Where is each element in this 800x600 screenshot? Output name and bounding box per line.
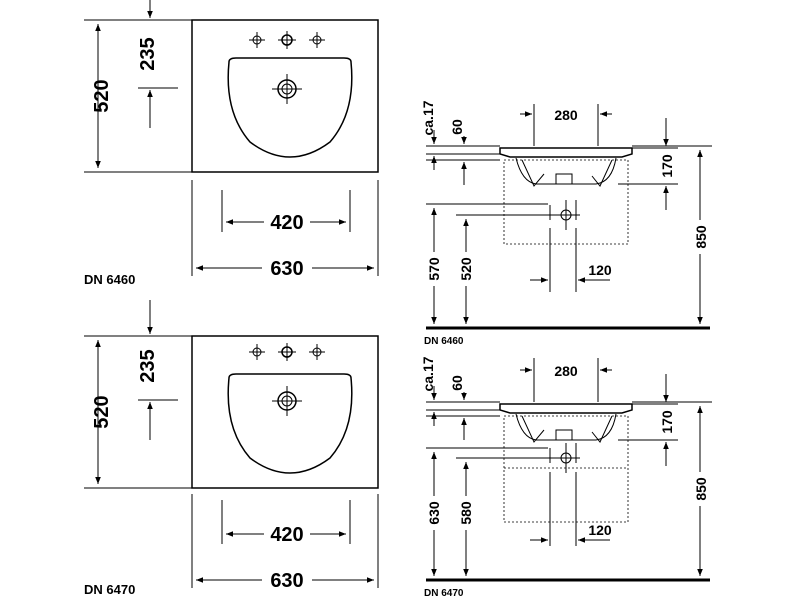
top-view-dn6460: 520 235 420 630 DN 6460: [84, 0, 379, 287]
rim-thickness-dimension: ca.17: [420, 356, 436, 391]
depth-dimension: 520: [91, 79, 113, 112]
model-label: DN 6460: [84, 272, 135, 287]
drain-icon: [272, 74, 302, 104]
drain-icon: [549, 443, 580, 473]
tap-hole-icon: [309, 32, 325, 48]
tap-offset-dimension: 235: [137, 349, 159, 382]
height-total-dimension: 850: [693, 225, 709, 249]
top-view-dn6470: 520 235 420 630 DN 6470: [84, 300, 379, 597]
tap-hole-icon: [278, 343, 296, 361]
bowl-width-dimension: 420: [270, 524, 303, 546]
model-label: DN 6470: [424, 588, 464, 599]
drain-height-dimension: 520: [458, 257, 474, 281]
bowl-width-dimension: 420: [270, 212, 303, 234]
cabinet-height-dimension: 630: [426, 501, 442, 525]
overall-width-dimension: 630: [270, 258, 303, 280]
rim-thickness-dimension: ca.17: [420, 100, 436, 135]
tap-offset-dimension: 235: [137, 37, 159, 70]
tap-hole-icon: [249, 32, 265, 48]
overall-width-dimension: 630: [270, 570, 303, 592]
cabinet-outline: [503, 159, 629, 245]
drain-height-dimension: 580: [458, 501, 474, 525]
basin-rim: [499, 403, 633, 414]
model-label: DN 6470: [84, 582, 135, 597]
rim-dimension: 60: [449, 375, 465, 391]
basin-rim: [499, 147, 633, 158]
rim-dimension: 60: [449, 119, 465, 135]
drain-offset-dimension: 120: [588, 522, 612, 538]
drain-icon: [549, 200, 580, 230]
tap-hole-icon: [249, 344, 265, 360]
tap-hole-icon: [309, 344, 325, 360]
bowl-outline: [227, 57, 353, 158]
basin-outline: [191, 19, 379, 173]
height-total-dimension: 850: [693, 477, 709, 501]
basin-outline: [191, 335, 379, 489]
tap-span-dimension: 280: [554, 363, 578, 379]
tap-span-dimension: 280: [554, 107, 578, 123]
bowl-height-dimension: 170: [659, 154, 675, 178]
side-view-dn6470: 280 ca.17 60 170 850 630 580 120 DN 6470: [420, 356, 712, 599]
cabinet-height-dimension: 570: [426, 257, 442, 281]
tap-hole-icon: [278, 31, 296, 49]
cabinet-outline: [503, 415, 629, 523]
model-label: DN 6460: [424, 336, 464, 347]
bowl-outline: [227, 373, 353, 474]
side-view-dn6460: 280 ca.17 60 170 850 570 520: [420, 100, 712, 347]
bowl-height-dimension: 170: [659, 410, 675, 434]
drain-icon: [272, 386, 302, 416]
drain-offset-dimension: 120: [588, 262, 612, 278]
depth-dimension: 520: [91, 395, 113, 428]
